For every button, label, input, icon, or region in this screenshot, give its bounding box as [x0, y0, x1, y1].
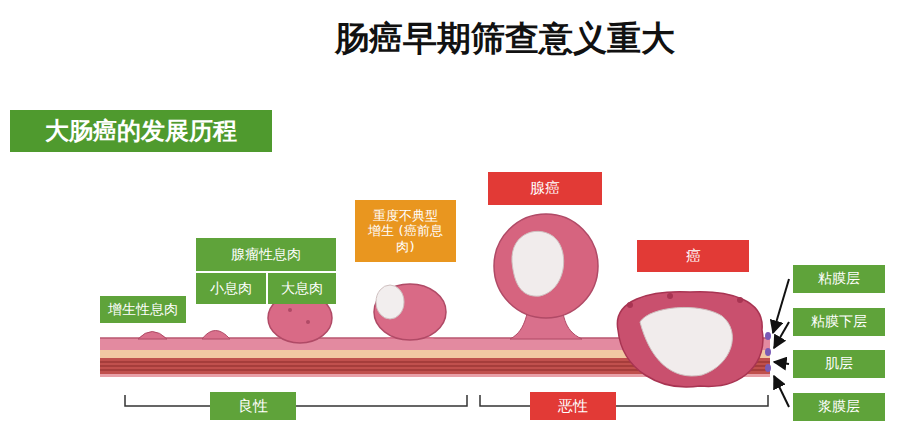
lesion-patch	[512, 231, 564, 296]
lesion-patch	[640, 307, 732, 376]
node-label: 大息肉	[281, 280, 323, 298]
node-label: 肌层	[825, 355, 853, 373]
stage-sub-box: 小息肉	[196, 271, 266, 304]
layer-marker	[765, 364, 771, 372]
node-label: 粘膜层	[818, 270, 860, 288]
dysplasia-polyp	[374, 284, 446, 340]
node-label: 腺瘤性息肉	[196, 238, 336, 271]
texture-dot	[737, 297, 743, 303]
page-title: 肠癌早期筛查意义重大	[200, 16, 810, 62]
layer-box: 浆膜层	[793, 393, 885, 421]
node-label: 粘膜下层	[811, 313, 867, 331]
stage-box: 癌	[637, 240, 749, 272]
texture-dot	[667, 293, 673, 299]
node-label: 增生性息肉	[108, 301, 178, 319]
hyperplastic-polyp	[202, 331, 230, 340]
category-box: 恶性	[530, 392, 616, 420]
leader-arrow	[774, 322, 789, 348]
node-label: 小息肉	[210, 280, 252, 298]
benign-bracket	[125, 395, 467, 406]
texture-dot	[288, 308, 292, 312]
node-label: 良性	[238, 397, 268, 416]
layer-marker	[765, 332, 771, 340]
node-label: 恶性	[558, 397, 588, 416]
layer-box: 肌层	[793, 350, 885, 378]
layer-box: 粘膜层	[793, 265, 885, 293]
texture-dot	[306, 320, 310, 324]
leader-arrow	[774, 376, 789, 407]
section-banner: 大肠癌的发展历程	[10, 110, 272, 152]
node-label: 浆膜层	[818, 398, 860, 416]
stage-sub-box: 大息肉	[266, 271, 336, 304]
layer-marker	[765, 348, 771, 356]
precancer-box: 重度不典型 增生 (癌前息肉)	[355, 200, 456, 262]
adenocarcinoma-polyp	[494, 214, 598, 318]
stage-box: 增生性息肉	[100, 296, 186, 323]
leader-arrow	[774, 362, 789, 364]
node-label: 重度不典型 增生 (癌前息肉)	[365, 208, 446, 255]
category-box: 良性	[210, 392, 296, 420]
stage-box: 腺癌	[488, 172, 602, 205]
cancer-mass	[617, 292, 763, 387]
layer-box: 粘膜下层	[793, 308, 885, 336]
malignant-bracket	[480, 395, 768, 406]
stage-group-box: 腺瘤性息肉小息肉 大息肉	[196, 238, 336, 304]
node-label: 癌	[686, 247, 701, 266]
node-label: 腺癌	[530, 179, 560, 198]
lesion-patch	[376, 285, 404, 319]
texture-dot	[627, 302, 633, 308]
hyperplastic-polyp	[138, 332, 167, 340]
node-label: 大肠癌的发展历程	[45, 116, 237, 146]
